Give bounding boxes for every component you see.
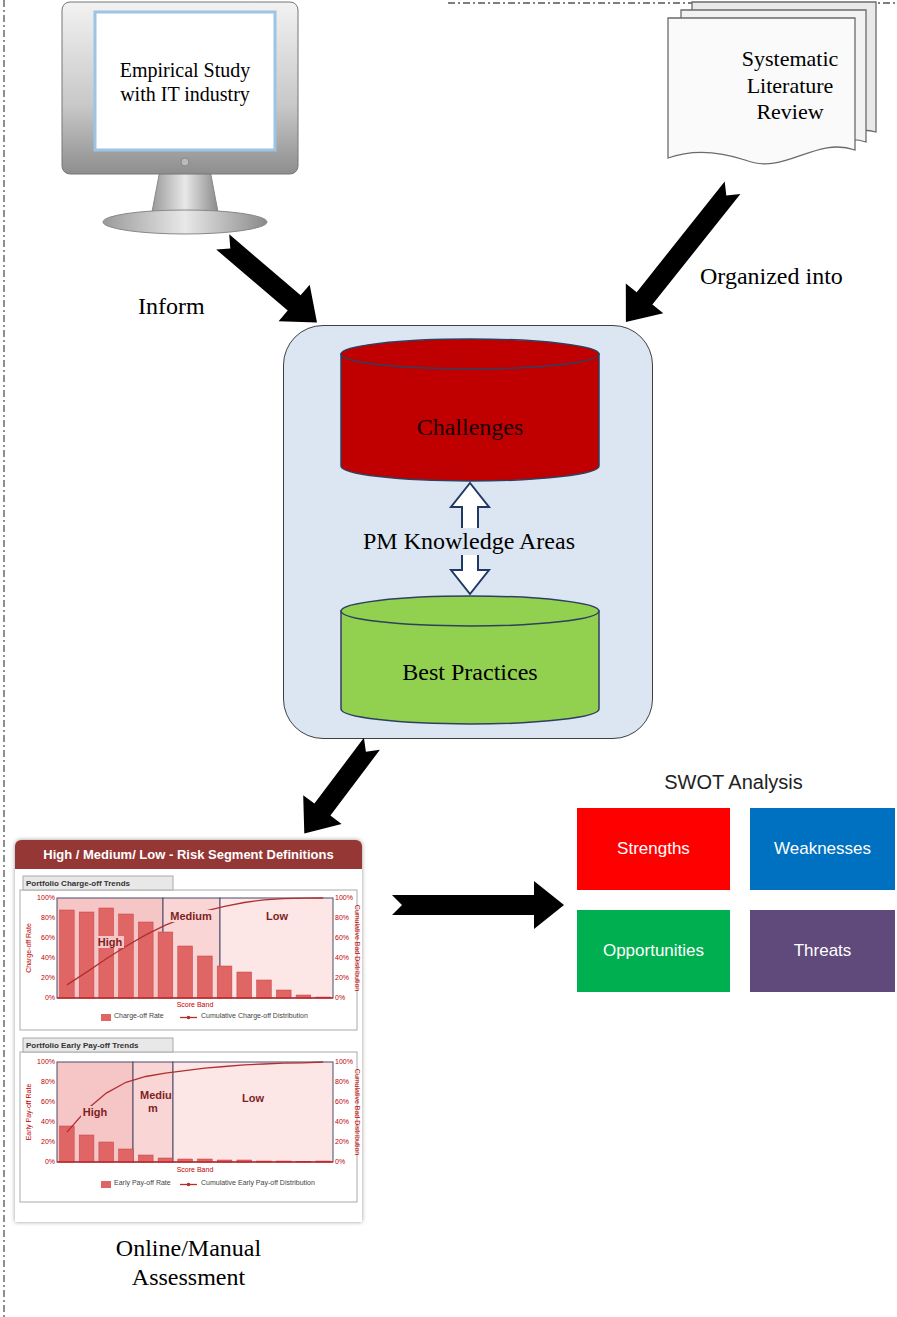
swot-text: Strengths — [617, 839, 690, 859]
axis-tick: 40% — [41, 1118, 55, 1126]
axis-tick: 40% — [335, 954, 349, 962]
swot-title: SWOT Analysis — [664, 771, 803, 794]
axis-tick: 60% — [41, 1098, 55, 1106]
chart-label: Early Pay-off Rate — [114, 1179, 171, 1187]
chart-label: High — [81, 1106, 109, 1119]
chart-label: Portfolio Charge-off Trends — [26, 879, 130, 888]
swot-text: Opportunities — [603, 941, 704, 961]
block-arrow — [216, 234, 317, 322]
axis-tick: 0% — [335, 994, 345, 1002]
chart-label: Portfolio Early Pay-off Trends — [26, 1041, 138, 1050]
chart-label: Mediu m — [138, 1089, 168, 1114]
monitor-illustration — [62, 2, 298, 234]
swot-box: Threats — [750, 910, 895, 992]
edge-label: Inform — [138, 292, 205, 321]
axis-tick: 100% — [37, 894, 55, 902]
chart-label: Cumulative Bad Distribution — [353, 905, 361, 991]
axis-tick: 80% — [41, 914, 55, 922]
axis-tick: 40% — [335, 1118, 349, 1126]
challenges-cylinder: Challenges — [341, 339, 599, 481]
swot-box: Weaknesses — [750, 808, 895, 890]
axis-tick: 20% — [335, 1138, 349, 1146]
axis-tick: 0% — [335, 1158, 345, 1166]
screen-text: Empirical Study with IT industry — [119, 58, 251, 106]
block-arrow — [626, 181, 741, 322]
axis-tick: 100% — [37, 1058, 55, 1066]
chart-label: Early Pay-off Rate — [25, 1084, 33, 1141]
chart-label: Low — [240, 1092, 266, 1105]
swot-text: Threats — [794, 941, 852, 961]
axis-tick: 20% — [41, 1138, 55, 1146]
chart-label: Score Band — [177, 1166, 214, 1174]
cylinder-text: Best Practices — [402, 659, 537, 686]
axis-tick: 100% — [335, 894, 353, 902]
axis-tick: 0% — [45, 994, 55, 1002]
document-stack: Systematic Literature Review — [662, 0, 877, 172]
assessment-panel: High / Medium/ Low - Risk Segment Defini… — [15, 840, 362, 1222]
document-text: Systematic Literature Review — [731, 46, 849, 125]
panel-caption: Online/Manual Assessment — [89, 1234, 289, 1292]
swot-box: Opportunities — [577, 910, 730, 992]
chart-label: Low — [264, 910, 290, 923]
axis-tick: 80% — [335, 1078, 349, 1086]
panel-title-bar: High / Medium/ Low - Risk Segment Defini… — [15, 840, 362, 869]
monitor-screen-box: Empirical Study with IT industry — [40, 0, 302, 238]
best-practices-cylinder: Best Practices — [341, 596, 599, 724]
axis-tick: 20% — [41, 974, 55, 982]
swot-box: Strengths — [577, 808, 730, 890]
chart-label: Cumulative Charge-off Distribution — [201, 1012, 308, 1020]
edge-label: Organized into — [700, 262, 845, 291]
double-arrow — [451, 483, 489, 594]
chart-label: Cumulative Early Pay-off Distribution — [201, 1179, 315, 1187]
block-arrow — [392, 881, 564, 929]
chart-label: High — [96, 936, 124, 949]
axis-tick: 40% — [41, 954, 55, 962]
cylinder-shape — [341, 339, 599, 481]
risk-chart-illustration — [20, 876, 357, 1202]
axis-tick: 0% — [45, 1158, 55, 1166]
axis-tick: 60% — [335, 1098, 349, 1106]
swot-text: Weaknesses — [774, 839, 871, 859]
axis-tick: 20% — [335, 974, 349, 982]
axis-tick: 60% — [41, 934, 55, 942]
block-arrow — [303, 738, 380, 834]
chart-label: Score Band — [177, 1001, 214, 1009]
swot-group: SWOT AnalysisStrengths WeaknessesOpportun… — [570, 768, 897, 996]
knowledge-area-group: PM Knowledge Areas ChallengesBest Practic… — [283, 325, 653, 739]
group-label: PM Knowledge Areas — [359, 528, 579, 555]
document-stack-illustration — [668, 2, 876, 164]
chart-label: Charge-off Rate — [25, 923, 33, 973]
axis-tick: 100% — [335, 1058, 353, 1066]
chart-label: Charge-off Rate — [114, 1012, 164, 1020]
chart-label: Medium — [168, 910, 214, 923]
chart-label: Cumulative Bad Distribution — [353, 1069, 361, 1155]
axis-tick: 80% — [335, 914, 349, 922]
axis-tick: 80% — [41, 1078, 55, 1086]
dash-dot-border — [4, 0, 897, 1317]
cylinder-text: Challenges — [417, 414, 524, 441]
axis-tick: 60% — [335, 934, 349, 942]
